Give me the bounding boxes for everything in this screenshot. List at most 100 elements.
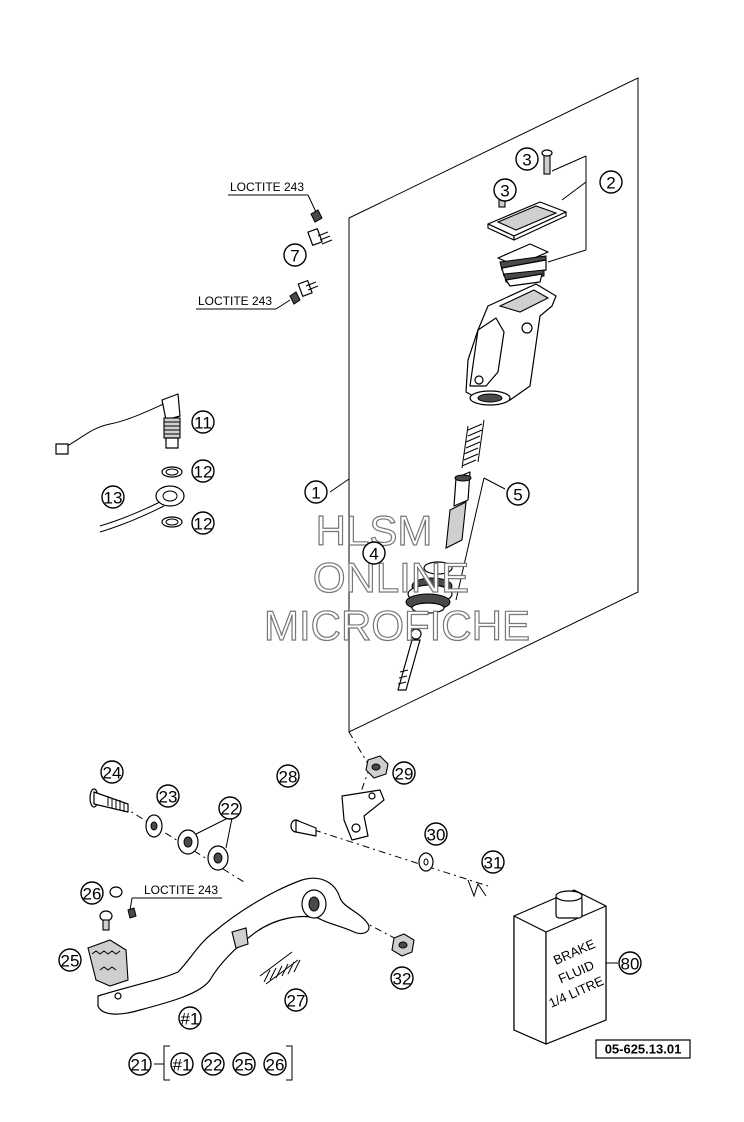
callout-circle bbox=[481, 850, 505, 874]
callout-k22: 22 bbox=[201, 1052, 225, 1076]
callout-c28: 28 bbox=[276, 764, 300, 788]
assembly-panel-outline bbox=[348, 77, 639, 733]
svg-text:MICROFICHE: MICROFICHE bbox=[264, 602, 530, 649]
callout-circle bbox=[283, 243, 307, 267]
callout-circle bbox=[58, 948, 82, 972]
master-cylinder-body bbox=[465, 283, 557, 406]
callout-circle bbox=[304, 480, 328, 504]
callout-circle bbox=[101, 485, 125, 509]
callout-circle bbox=[128, 1052, 152, 1076]
callout-c3a: 3 bbox=[515, 147, 539, 171]
push-rod bbox=[397, 628, 422, 691]
callout-label: 12 bbox=[194, 463, 213, 482]
callout-k25: 25 bbox=[232, 1052, 256, 1076]
piston bbox=[445, 471, 472, 549]
callout-circle bbox=[80, 881, 104, 905]
callout-circle bbox=[276, 764, 300, 788]
callout-label: 13 bbox=[104, 489, 123, 508]
callout-circle bbox=[390, 966, 414, 990]
callout-label: 80 bbox=[621, 955, 640, 974]
callout-c21: 21 bbox=[128, 1052, 152, 1076]
callout-label: 25 bbox=[61, 952, 80, 971]
nut-32 bbox=[391, 933, 415, 957]
callout-circle bbox=[392, 761, 416, 785]
bolt-part-7b bbox=[289, 280, 319, 305]
loctite-label-3: LOCTITE 243 bbox=[144, 883, 218, 897]
reservoir-bellows bbox=[497, 243, 549, 287]
callout-label: 22 bbox=[221, 800, 240, 819]
callout-circle bbox=[424, 822, 448, 846]
callout-circle bbox=[201, 1052, 225, 1076]
svg-text:05-625.13.01: 05-625.13.01 bbox=[605, 1042, 682, 1057]
washer-23 bbox=[145, 814, 163, 838]
callout-c12b: 12 bbox=[191, 511, 215, 535]
callout-label: 2 bbox=[606, 174, 615, 193]
callout-label: 23 bbox=[159, 788, 178, 807]
callout-label: 4 bbox=[369, 545, 378, 564]
callout-c29: 29 bbox=[392, 761, 416, 785]
clevis-fork bbox=[341, 789, 385, 841]
callout-c31: 31 bbox=[481, 850, 505, 874]
return-spring-27 bbox=[259, 951, 301, 985]
rubber-boot bbox=[405, 561, 453, 614]
callout-label: 1 bbox=[311, 484, 320, 503]
bushing-22a bbox=[177, 829, 199, 855]
callout-circle bbox=[362, 541, 386, 565]
callout-c12a: 12 bbox=[191, 459, 215, 483]
callout-k1: #1 bbox=[170, 1052, 194, 1076]
callout-label: #1 bbox=[173, 1056, 192, 1075]
callout-circle bbox=[232, 1052, 256, 1076]
callout-circle bbox=[156, 784, 180, 808]
piston-spring bbox=[461, 419, 485, 469]
callout-label: 25 bbox=[235, 1056, 254, 1075]
callout-circle bbox=[284, 988, 308, 1012]
callout-circle bbox=[191, 511, 215, 535]
callout-label: 5 bbox=[513, 486, 522, 505]
loctite-label-1: LOCTITE 243 bbox=[230, 180, 304, 194]
callout-k26: 26 bbox=[263, 1052, 287, 1076]
reference-code-box: 05-625.13.01 bbox=[595, 1039, 691, 1059]
callout-circle bbox=[515, 147, 539, 171]
callout-label: 32 bbox=[393, 970, 412, 989]
screw-26a bbox=[109, 886, 123, 898]
callout-c80: 80 bbox=[618, 951, 642, 975]
screw-part-3a bbox=[541, 149, 553, 175]
callout-c1: 1 bbox=[304, 480, 328, 504]
callout-c4: 4 bbox=[362, 541, 386, 565]
callout-label: 12 bbox=[194, 515, 213, 534]
nut-29 bbox=[365, 755, 389, 779]
callout-circle bbox=[218, 796, 242, 820]
callout-circle bbox=[170, 1052, 194, 1076]
callout-circle bbox=[100, 760, 124, 784]
callout-label: #1 bbox=[181, 1010, 200, 1029]
pin-28 bbox=[290, 819, 317, 837]
callout-circle bbox=[599, 170, 623, 194]
callout-circle bbox=[618, 951, 642, 975]
watermark: HLSM ONLINE MICROFICHE bbox=[263, 506, 530, 649]
callout-c2: 2 bbox=[599, 170, 623, 194]
callout-circle bbox=[506, 482, 530, 506]
sealing-ring-12a bbox=[161, 466, 183, 478]
callout-label: 30 bbox=[427, 826, 446, 845]
callout-c3b: 3 bbox=[493, 178, 517, 202]
brake-fluid-can: BRAKE FLUID 1/4 LITRE bbox=[513, 889, 607, 1045]
callout-label: 26 bbox=[83, 885, 102, 904]
callout-label: 21 bbox=[131, 1056, 150, 1075]
bushing-22b bbox=[207, 845, 229, 871]
callout-circle bbox=[191, 459, 215, 483]
callout-c24: 24 bbox=[100, 760, 124, 784]
callout-label: 24 bbox=[103, 764, 122, 783]
callout-c32: 32 bbox=[390, 966, 414, 990]
sealing-ring-12b bbox=[161, 516, 183, 528]
callout-label: 3 bbox=[500, 182, 509, 201]
callout-label: 26 bbox=[266, 1056, 285, 1075]
callout-c22: 22 bbox=[218, 796, 242, 820]
callout-label: 31 bbox=[484, 854, 503, 873]
split-pin-31 bbox=[467, 879, 487, 898]
callout-c1b: #1 bbox=[178, 1006, 202, 1030]
step-plate-25 bbox=[87, 939, 129, 987]
brake-hose bbox=[99, 485, 185, 533]
reservoir-cover bbox=[487, 201, 567, 241]
callout-c30: 30 bbox=[424, 822, 448, 846]
